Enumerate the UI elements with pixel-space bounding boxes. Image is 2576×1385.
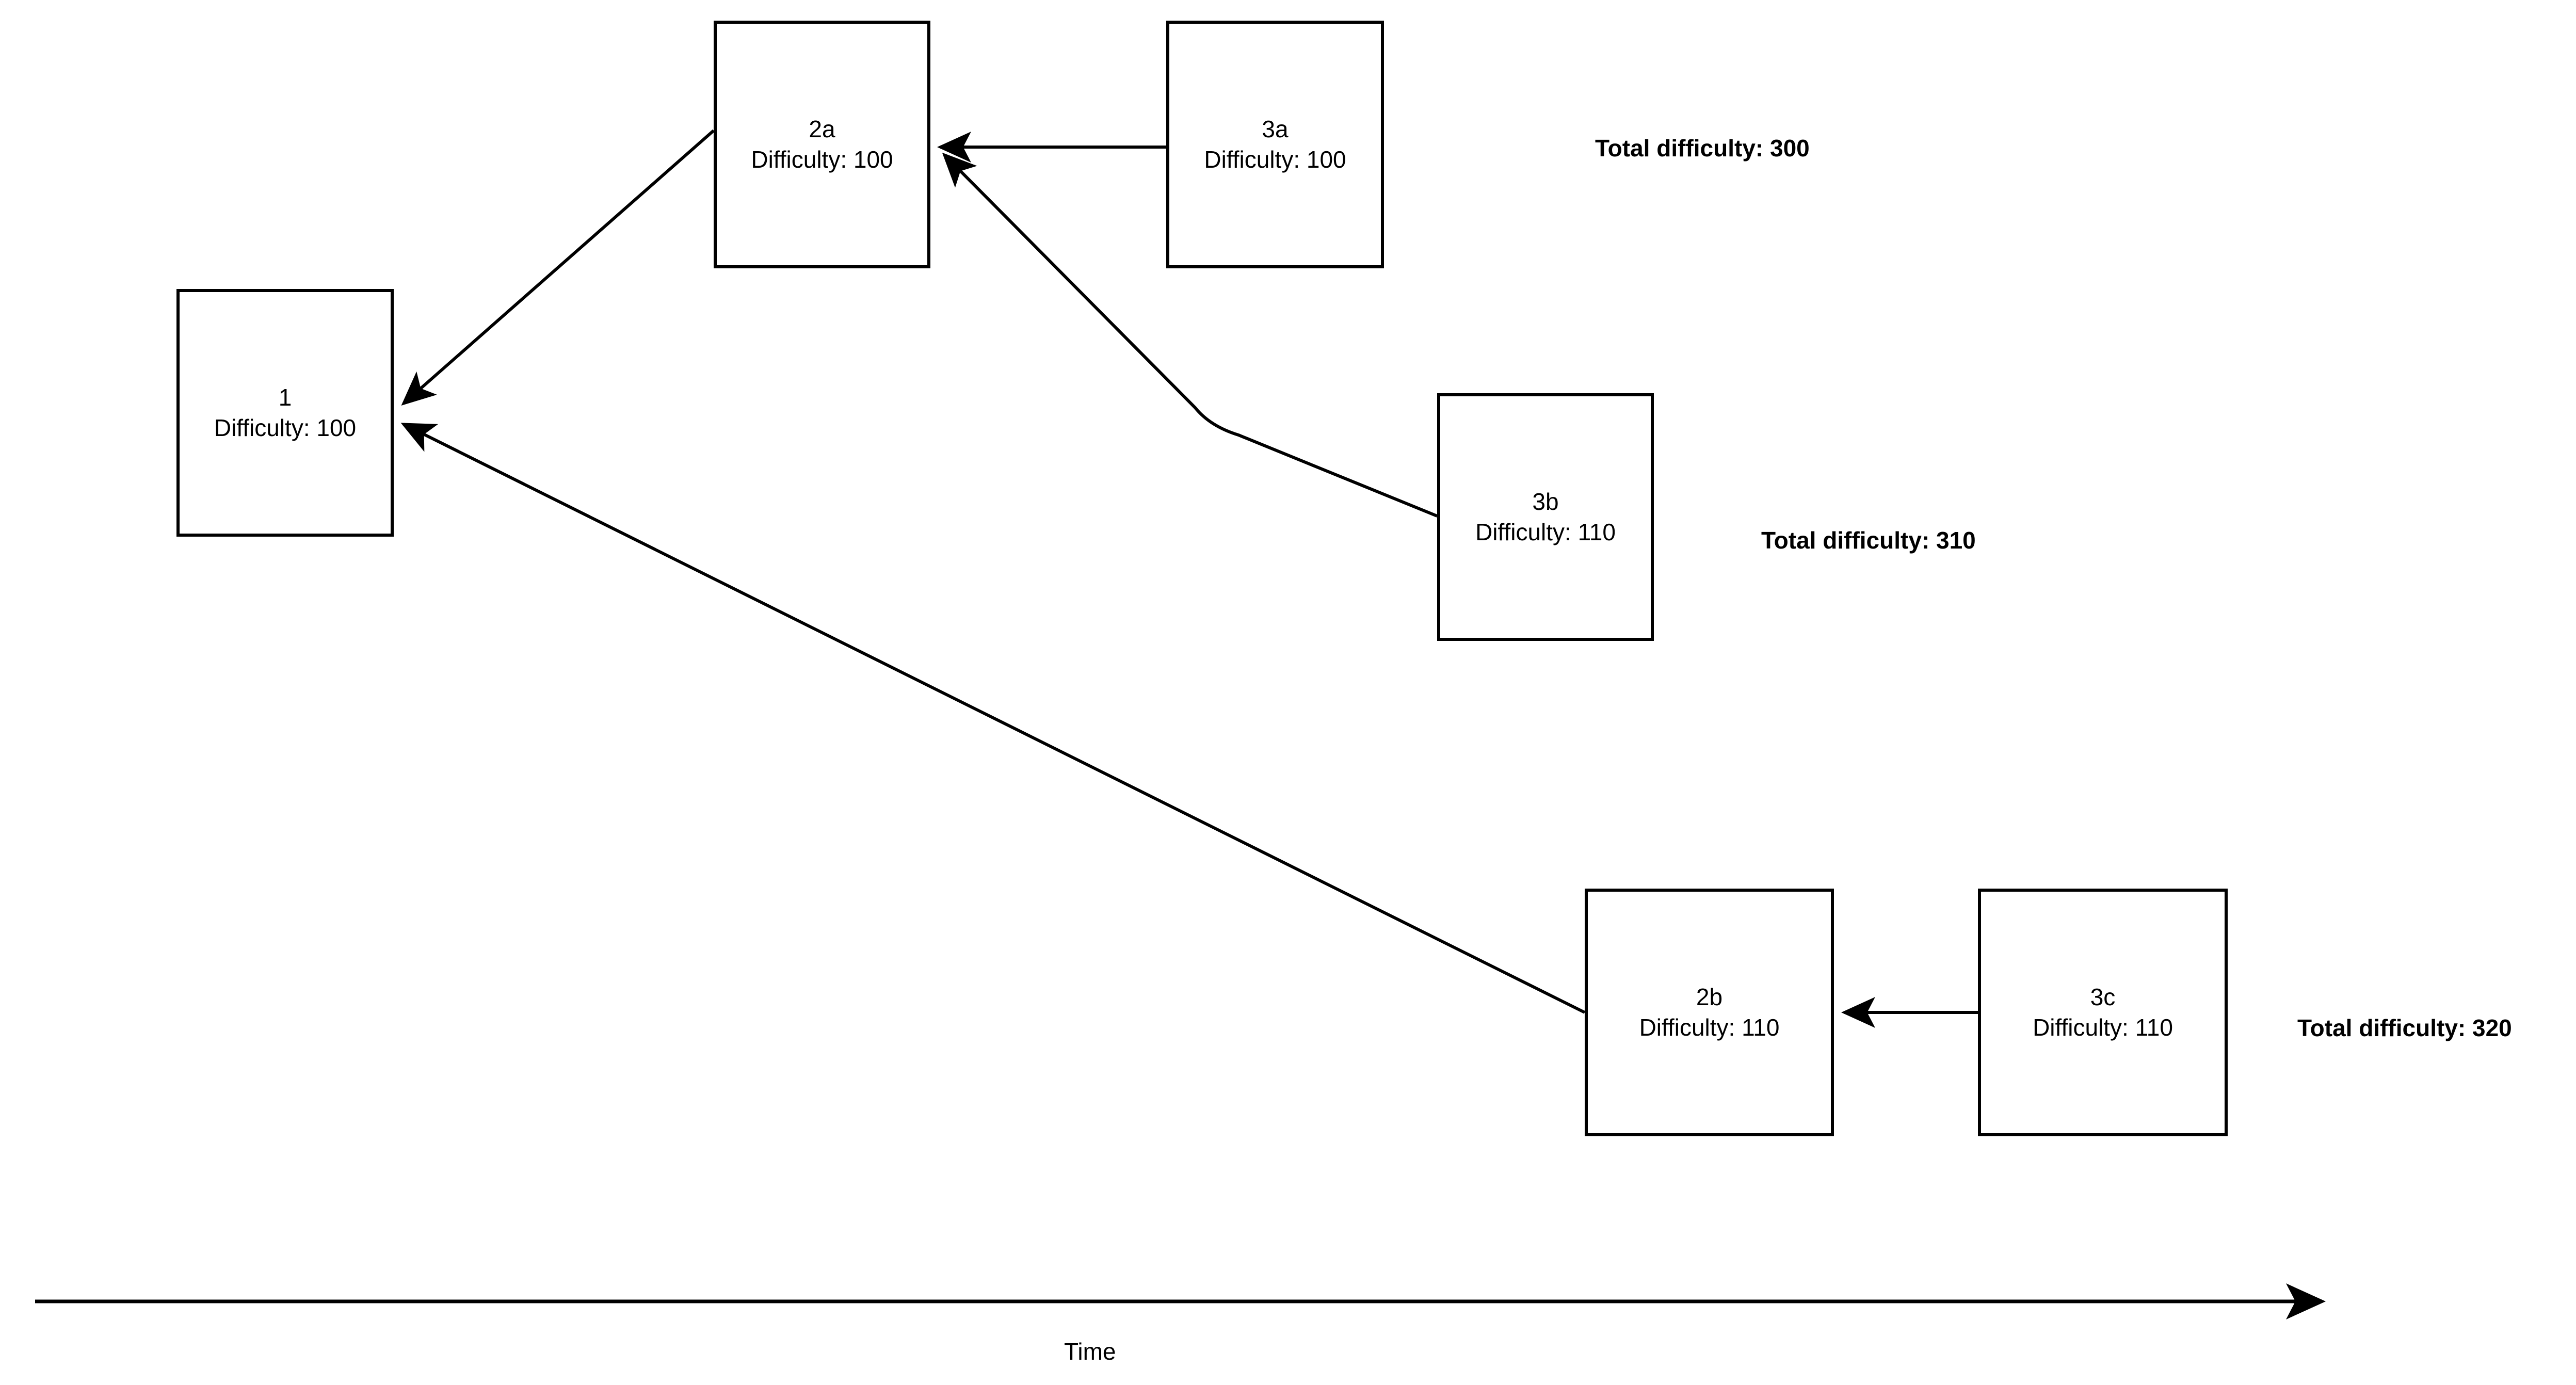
node-3a-title: 3a xyxy=(1262,116,1289,143)
node-2a-title: 2a xyxy=(809,116,835,143)
node-1[interactable]: 1 Difficulty: 100 xyxy=(176,289,394,537)
node-2b-difficulty: Difficulty: 110 xyxy=(1639,1014,1780,1041)
node-2a[interactable]: 2a Difficulty: 100 xyxy=(714,21,930,268)
node-3a[interactable]: 3a Difficulty: 100 xyxy=(1166,21,1384,268)
node-1-title: 1 xyxy=(278,384,292,411)
node-3b-title: 3b xyxy=(1532,488,1559,516)
total-difficulty-310: Total difficulty: 310 xyxy=(1761,527,1976,554)
edge-2b-to-1 xyxy=(400,423,1586,1014)
total-difficulty-320: Total difficulty: 320 xyxy=(2297,1014,2512,1041)
node-1-difficulty: Difficulty: 100 xyxy=(214,414,357,441)
edge-3b-to-2a xyxy=(942,152,1438,518)
node-2b-title: 2b xyxy=(1696,984,1723,1011)
node-3b[interactable]: 3b Difficulty: 110 xyxy=(1437,393,1654,641)
edge-2a-to-1 xyxy=(401,129,715,406)
node-3a-difficulty: Difficulty: 100 xyxy=(1204,146,1346,173)
node-2a-difficulty: Difficulty: 100 xyxy=(751,146,893,173)
node-3b-difficulty: Difficulty: 110 xyxy=(1475,519,1616,545)
total-difficulty-300: Total difficulty: 300 xyxy=(1595,135,1810,162)
time-axis-label: Time xyxy=(1064,1338,1116,1365)
node-3c[interactable]: 3c Difficulty: 110 xyxy=(1978,889,2228,1136)
node-3c-difficulty: Difficulty: 110 xyxy=(2033,1014,2173,1041)
node-2b[interactable]: 2b Difficulty: 110 xyxy=(1585,889,1834,1136)
node-3c-title: 3c xyxy=(2090,984,2116,1011)
